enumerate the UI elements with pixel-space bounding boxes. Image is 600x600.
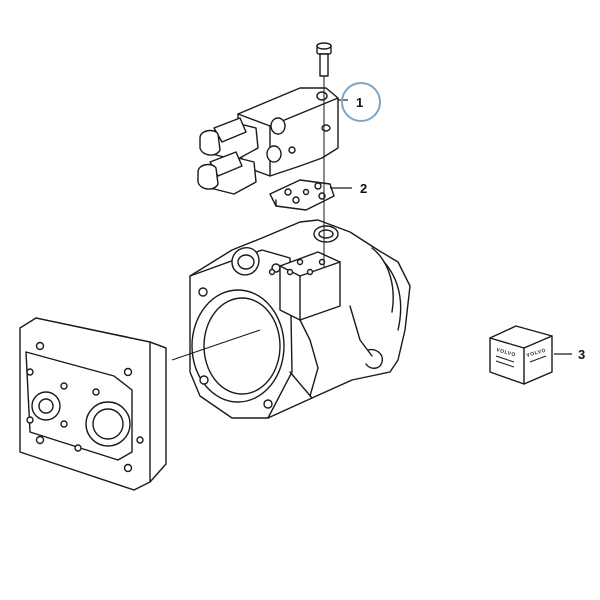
pump-housing[interactable] bbox=[189, 219, 411, 419]
valve-block[interactable] bbox=[197, 87, 339, 195]
callout-label-3: 3 bbox=[578, 347, 585, 362]
callout-label-2: 2 bbox=[360, 181, 367, 196]
callout-label-1: 1 bbox=[356, 95, 363, 110]
callout-3[interactable]: 3 bbox=[554, 347, 585, 362]
gasket-plate[interactable] bbox=[269, 179, 335, 211]
box-logo-left: VOLVO bbox=[495, 347, 516, 358]
volvo-kit-box[interactable]: VOLVO VOLVO bbox=[489, 325, 553, 385]
assembly-line-flange bbox=[171, 329, 261, 361]
callout-2[interactable]: 2 bbox=[330, 181, 367, 196]
callout-1[interactable]: 1 bbox=[338, 82, 381, 122]
callout-highlight-ring bbox=[341, 82, 381, 122]
mounting-screw[interactable] bbox=[316, 42, 332, 77]
flange-plate[interactable] bbox=[19, 317, 167, 491]
box-logo-right: VOLVO bbox=[526, 348, 547, 359]
